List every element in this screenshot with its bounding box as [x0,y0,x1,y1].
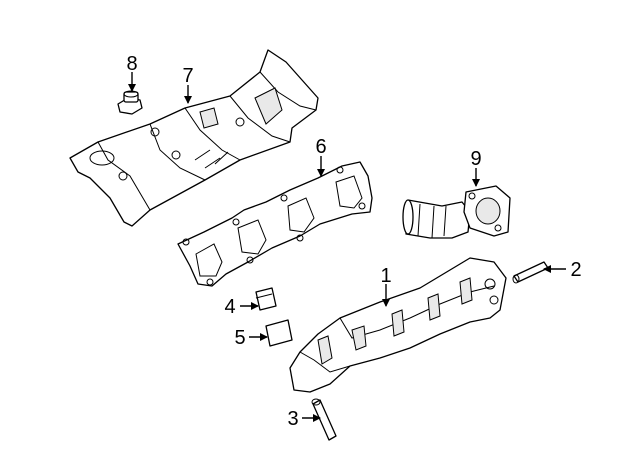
callout-5: 5 [234,327,245,349]
stud-part[interactable] [512,261,549,284]
pipe-connector-part[interactable] [402,185,511,239]
bolt-part[interactable] [117,90,143,115]
leader-lines [128,72,566,422]
plate-part[interactable] [265,319,293,347]
callout-2: 2 [570,259,581,281]
callout-1: 1 [380,265,391,287]
exhaust-manifold-part[interactable] [289,257,507,393]
callout-3: 3 [287,408,298,430]
callout-9: 9 [470,148,481,170]
callout-6: 6 [315,136,326,158]
callout-labels: 1 2 3 4 5 6 7 8 9 [126,53,581,430]
stud-part-lower[interactable] [311,398,337,441]
heat-shield-part[interactable] [69,49,319,227]
gasket-part[interactable] [177,161,373,287]
callout-7: 7 [182,65,193,87]
clip-part[interactable] [255,287,277,311]
callout-4: 4 [224,296,235,318]
callout-8: 8 [126,53,137,75]
